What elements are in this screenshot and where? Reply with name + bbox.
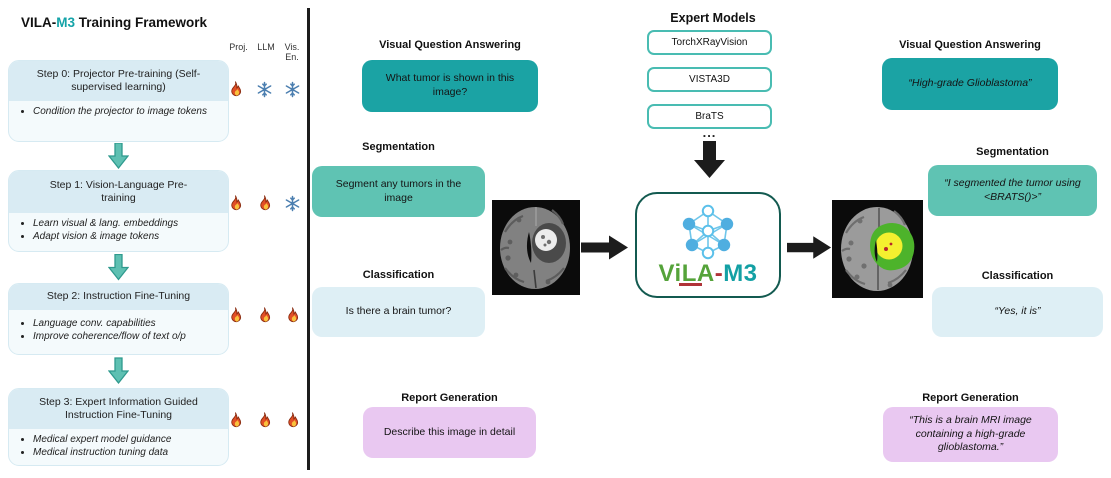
flame-icon (284, 307, 301, 324)
flow-arrow-model-to-output (787, 236, 832, 259)
bullet: Adapt vision & image tokens (33, 230, 222, 243)
step-3-bullets: Medical expert model guidance Medical in… (33, 433, 222, 459)
logo-m3-text: M3 (723, 260, 758, 287)
step-1-bullets: Learn visual & lang. embeddings Adapt vi… (33, 217, 222, 243)
title-prefix: VILA- (20, 15, 57, 30)
prompt-segmentation-header: Segmentation (362, 141, 435, 153)
response-classification-bubble: “Yes, it is” (932, 287, 1103, 337)
prompt-vqa-bubble: What tumor is shown in this image? (362, 60, 538, 112)
panel-divider (307, 8, 310, 470)
expert-models-ellipsis: ... (702, 125, 717, 140)
vila-m3-logo: ViLA-M3 (658, 262, 757, 286)
flame-icon (227, 81, 244, 98)
step-0-box: Step 0: Projector Pre-training (Self-sup… (8, 60, 229, 142)
response-vqa-bubble: “High-grade Glioblastoma” (882, 58, 1058, 110)
prompt-classification-header: Classification (362, 269, 435, 281)
step-2-title: Step 2: Instruction Fine-Tuning (9, 284, 228, 310)
step-0-icons (227, 81, 301, 98)
input-brain-mri-image (492, 200, 580, 295)
snowflake-icon (284, 195, 301, 212)
prompt-report-bubble: Describe this image in detail (363, 407, 536, 458)
flame-icon (227, 307, 244, 324)
step-3-box: Step 3: Expert Information Guided Instru… (8, 388, 229, 466)
step-3-icons (227, 412, 301, 429)
flame-icon (256, 195, 273, 212)
flow-arrow-input-to-model (581, 235, 628, 260)
expert-model-brats: BraTS (647, 104, 772, 129)
prompt-segmentation-bubble: Segment any tumors in the image (312, 166, 485, 217)
neural-network-icon (682, 204, 734, 260)
title-accent: M3 (56, 15, 75, 30)
step-1-icons (227, 195, 301, 212)
response-classification-header: Classification (981, 270, 1054, 282)
response-segmentation-header: Segmentation (976, 146, 1049, 158)
step-2-box: Step 2: Instruction Fine-Tuning Language… (8, 283, 229, 355)
prompt-vqa-header: Visual Question Answering (379, 39, 521, 51)
step-1-title: Step 1: Vision-Language Pre-training (9, 171, 228, 213)
response-vqa-header: Visual Question Answering (899, 39, 1041, 51)
column-header-proj: Proj. (229, 42, 248, 52)
step-flow-arrow (108, 357, 129, 385)
flame-icon (256, 412, 273, 429)
step-flow-arrow (108, 143, 129, 169)
expert-model-torchxrayvision: TorchXRayVision (647, 30, 772, 55)
snowflake-icon (284, 81, 301, 98)
left-panel-title: VILA-M3 Training Framework (18, 15, 210, 31)
vila-m3-model-box: ViLA-M3 (635, 192, 781, 298)
title-suffix: Training Framework (74, 15, 208, 30)
expert-model-vista3d: VISTA3D (647, 67, 772, 92)
step-flow-arrow (108, 254, 129, 281)
bullet: Learn visual & lang. embeddings (33, 217, 222, 230)
bullet: Medical expert model guidance (33, 433, 222, 446)
flame-icon (227, 412, 244, 429)
step-2-bullets: Language conv. capabilities Improve cohe… (33, 317, 222, 343)
column-header-llm: LLM (257, 42, 275, 52)
flame-icon (256, 307, 273, 324)
logo-vila-text: ViLA (658, 260, 715, 287)
step-0-title: Step 0: Projector Pre-training (Self-sup… (9, 61, 228, 101)
flame-icon (227, 195, 244, 212)
prompt-report-header: Report Generation (401, 392, 498, 404)
column-header-vis-en: Vis. En. (284, 42, 300, 63)
prompt-classification-bubble: Is there a brain tumor? (312, 287, 485, 337)
step-1-box: Step 1: Vision-Language Pre-training Lea… (8, 170, 229, 252)
bullet: Medical instruction tuning data (33, 446, 222, 459)
expert-models-header: Expert Models (670, 11, 756, 25)
snowflake-icon (256, 81, 273, 98)
output-brain-mri-segmented-image (832, 200, 923, 298)
flame-icon (284, 412, 301, 429)
response-report-header: Report Generation (922, 392, 1019, 404)
response-report-bubble: “This is a brain MRI image containing a … (883, 407, 1058, 462)
step-2-icons (227, 307, 301, 324)
bullet: Language conv. capabilities (33, 317, 222, 330)
logo-hyphen: - (714, 260, 724, 287)
bullet: Improve coherence/flow of text o/p (33, 330, 222, 343)
step-3-title: Step 3: Expert Information Guided Instru… (9, 389, 228, 429)
flow-arrow-experts-to-model (694, 141, 725, 178)
bullet: Condition the projector to image tokens (33, 105, 222, 118)
step-0-bullets: Condition the projector to image tokens (33, 105, 222, 118)
response-segmentation-bubble: “I segmented the tumor using <BRATS()>” (928, 165, 1097, 216)
